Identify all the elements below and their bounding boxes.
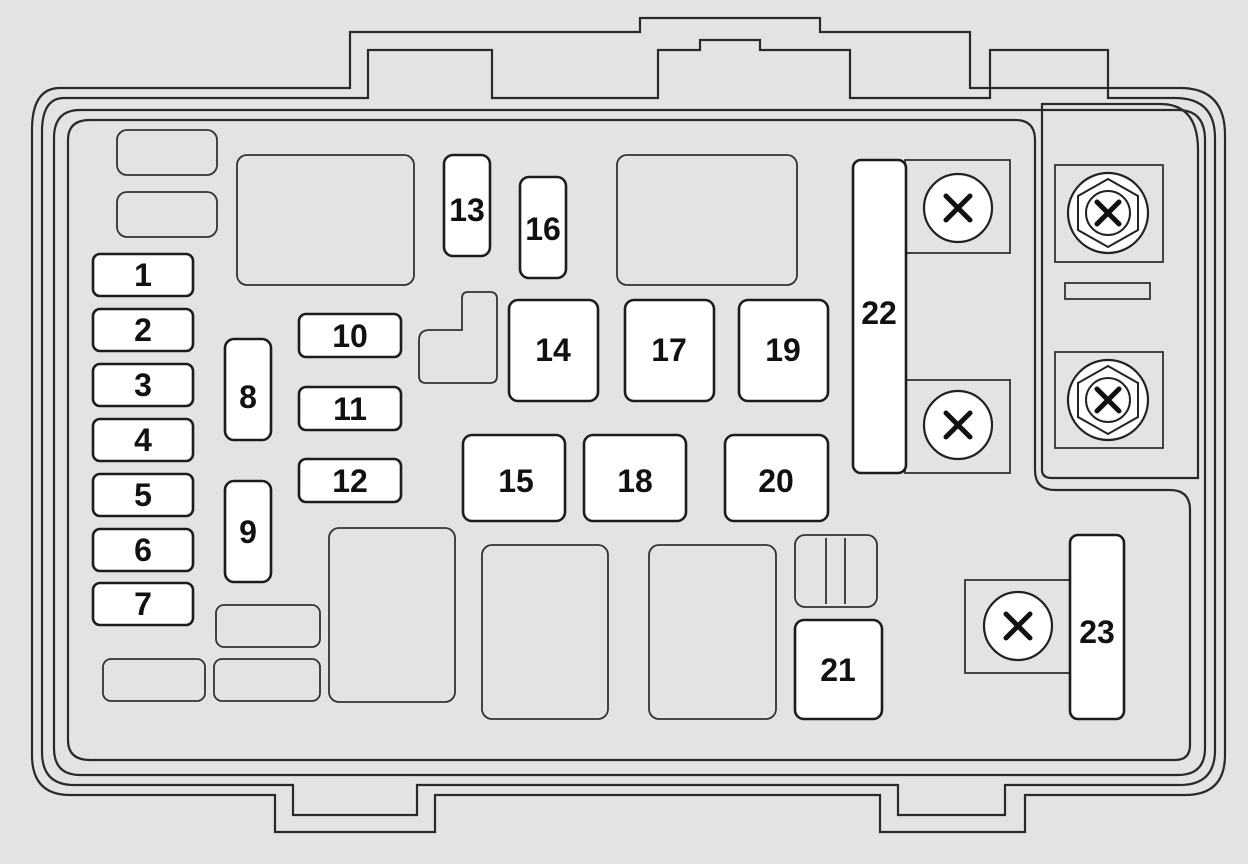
bolt-terminal-icon: [922, 389, 994, 461]
relay-cavity: [648, 544, 777, 720]
fuse-22: [851, 158, 908, 475]
relay-cavity: [328, 527, 456, 703]
fuse-20-label: 20: [758, 463, 794, 499]
fuse-9: [223, 479, 273, 584]
empty-socket: [213, 658, 321, 702]
fuse-1-label: 1: [134, 257, 152, 293]
relay-cavity: [481, 544, 609, 720]
fuse-15: [461, 433, 567, 523]
fuse-21-label: 21: [820, 652, 856, 688]
fuse-10: [297, 312, 403, 359]
fuse-1: [91, 252, 195, 298]
empty-socket: [116, 129, 218, 176]
fuse-18: [582, 433, 688, 523]
fuse-2-label: 2: [134, 312, 152, 348]
fuse-14-label: 14: [535, 332, 571, 368]
fuse-18-label: 18: [617, 463, 653, 499]
fuse-8-label: 8: [239, 379, 257, 415]
fuse-14: [507, 298, 600, 403]
fuse-7: [91, 581, 195, 627]
hex-nut-terminal-icon: [1066, 171, 1150, 255]
fuse-12-label: 12: [332, 463, 368, 499]
empty-socket: [116, 191, 218, 238]
empty-socket: [794, 534, 878, 608]
housing-outline: [30, 16, 1227, 834]
fuse-13-label: 13: [449, 192, 485, 228]
fuse-10-label: 10: [332, 318, 368, 354]
fuse-11: [297, 385, 403, 432]
bolt-terminal-icon: [922, 172, 994, 244]
bolt-terminal-icon: [982, 590, 1054, 662]
fuse-20: [723, 433, 830, 523]
fuse-6: [91, 527, 195, 573]
empty-socket: [215, 604, 321, 648]
fuse-23: [1068, 533, 1126, 721]
fuse-3: [91, 362, 195, 408]
empty-sockets: [102, 129, 1151, 720]
fuse-12: [297, 457, 403, 504]
fuse-5: [91, 472, 195, 518]
fuse-3-label: 3: [134, 367, 152, 403]
fuse-4-label: 4: [134, 422, 152, 458]
fuse-21: [793, 618, 884, 721]
hex-nut-terminal-icon: [1066, 358, 1150, 442]
empty-socket: [418, 291, 498, 384]
fuse-8: [223, 337, 273, 442]
fuses: 1 2 3 4 5 6 7 8 9 10 11 12 13 16 14 17 1: [91, 153, 1126, 721]
fuse-15-label: 15: [498, 463, 534, 499]
cover-slot: [1064, 282, 1151, 300]
fuse-2: [91, 307, 195, 353]
fuse-19-label: 19: [765, 332, 801, 368]
relay-cavity: [616, 154, 798, 286]
fuse-17: [623, 298, 716, 403]
fuse-23-label: 23: [1079, 614, 1115, 650]
fuse-16: [518, 175, 568, 280]
inner-panels: [66, 102, 1200, 762]
fuse-16-label: 16: [525, 211, 561, 247]
fuse-6-label: 6: [134, 532, 152, 568]
fuse-17-label: 17: [651, 332, 687, 368]
fuse-13: [442, 153, 492, 258]
fuse-5-label: 5: [134, 477, 152, 513]
fuse-19: [737, 298, 830, 403]
fuse-9-label: 9: [239, 514, 257, 550]
empty-socket: [102, 658, 206, 702]
bolt-terminals: [904, 159, 1164, 674]
relay-cavity: [236, 154, 415, 286]
fuse-7-label: 7: [134, 586, 152, 622]
fuse-22-label: 22: [861, 295, 897, 331]
fuse-11-label: 11: [333, 391, 367, 427]
fuse-4: [91, 417, 195, 463]
